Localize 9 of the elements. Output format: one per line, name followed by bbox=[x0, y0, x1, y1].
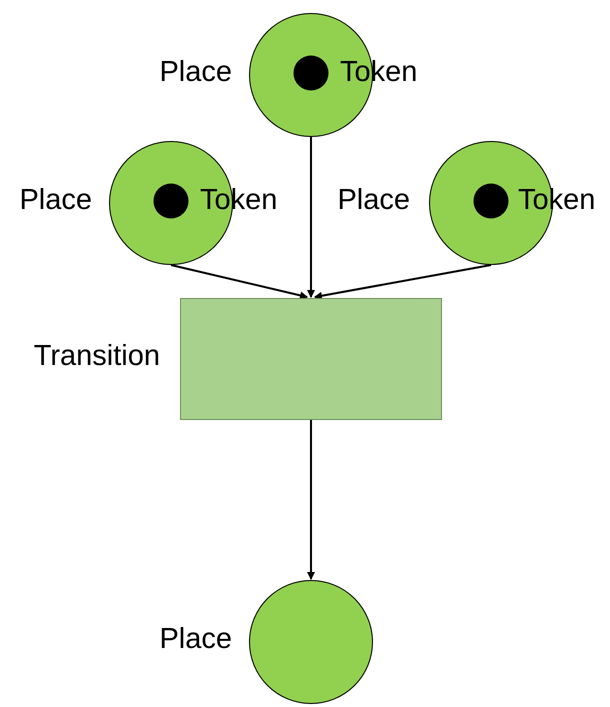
place-label: Place bbox=[337, 183, 410, 217]
place-label: Place bbox=[159, 622, 232, 656]
arrow bbox=[314, 264, 492, 300]
place-label: Place bbox=[19, 183, 92, 217]
arrow bbox=[307, 137, 315, 298]
transition-label: Transition bbox=[34, 339, 160, 373]
place-label: Place bbox=[159, 55, 232, 89]
arrow bbox=[170, 264, 308, 300]
arrow bbox=[307, 420, 315, 580]
